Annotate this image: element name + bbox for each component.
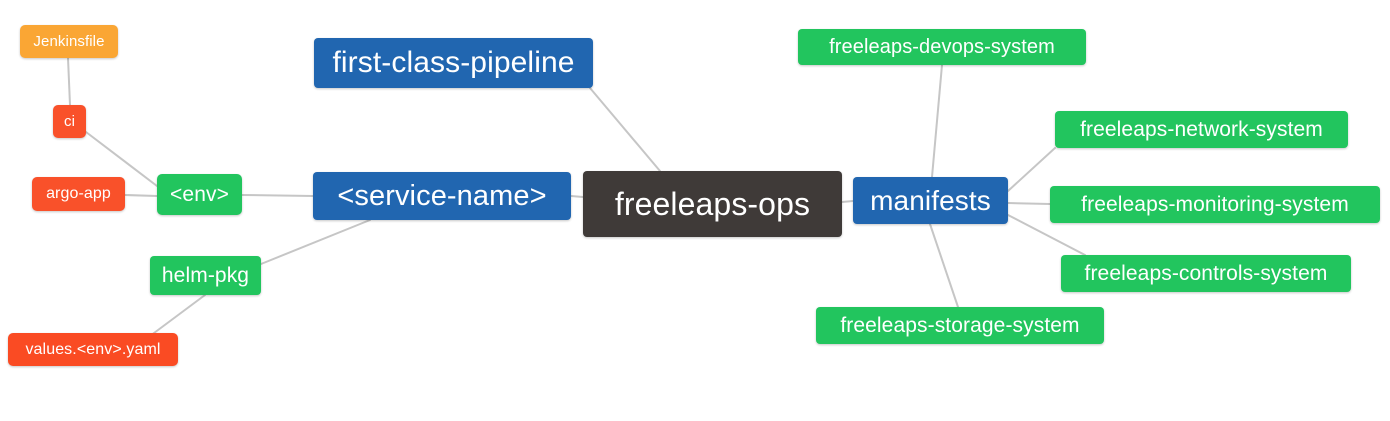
edge-service-name-to-freeleaps-ops bbox=[570, 195, 584, 198]
node-label-freeleaps-controls-system: freeleaps-controls-system bbox=[1084, 262, 1328, 285]
node-env[interactable]: <env> bbox=[157, 174, 242, 215]
edge-helm-pkg-to-service-name bbox=[260, 219, 371, 265]
node-label-helm-pkg: helm-pkg bbox=[161, 264, 250, 287]
node-ci[interactable]: ci bbox=[53, 105, 86, 138]
node-first-class-pipeline[interactable]: first-class-pipeline bbox=[314, 38, 593, 88]
node-label-service-name: <service-name> bbox=[337, 179, 547, 212]
edge-values-yaml-to-helm-pkg bbox=[149, 294, 206, 337]
node-helm-pkg[interactable]: helm-pkg bbox=[150, 256, 261, 295]
edge-jenkinsfile-to-ci bbox=[67, 57, 71, 106]
node-freeleaps-devops-system[interactable]: freeleaps-devops-system bbox=[798, 29, 1086, 65]
node-manifests[interactable]: manifests bbox=[853, 177, 1008, 224]
node-label-first-class-pipeline: first-class-pipeline bbox=[332, 46, 575, 79]
node-label-values-yaml: values.<env>.yaml bbox=[25, 340, 161, 358]
node-label-freeleaps-ops: freeleaps-ops bbox=[614, 186, 811, 222]
node-label-freeleaps-monitoring-system: freeleaps-monitoring-system bbox=[1081, 193, 1349, 216]
edge-argo-app-to-env bbox=[124, 194, 158, 197]
node-label-freeleaps-network-system: freeleaps-network-system bbox=[1080, 118, 1323, 141]
node-values-yaml[interactable]: values.<env>.yaml bbox=[8, 333, 178, 366]
edge-manifests-to-freeleaps-monitoring-system bbox=[1007, 202, 1051, 205]
node-freeleaps-monitoring-system[interactable]: freeleaps-monitoring-system bbox=[1050, 186, 1380, 223]
node-argo-app[interactable]: argo-app bbox=[32, 177, 125, 211]
node-label-env: <env> bbox=[170, 183, 229, 206]
edge-env-to-service-name bbox=[241, 194, 314, 197]
node-label-manifests: manifests bbox=[870, 184, 991, 216]
edge-first-class-pipeline-to-freeleaps-ops bbox=[589, 87, 661, 172]
node-label-ci: ci bbox=[63, 113, 76, 130]
node-jenkinsfile[interactable]: Jenkinsfile bbox=[20, 25, 118, 58]
edge-manifests-to-freeleaps-storage-system bbox=[929, 223, 959, 308]
node-service-name[interactable]: <service-name> bbox=[313, 172, 571, 220]
edge-manifests-to-freeleaps-network-system bbox=[1007, 147, 1056, 192]
edge-freeleaps-ops-to-manifests bbox=[841, 200, 854, 203]
node-freeleaps-controls-system[interactable]: freeleaps-controls-system bbox=[1061, 255, 1351, 292]
node-label-freeleaps-storage-system: freeleaps-storage-system bbox=[840, 314, 1080, 337]
node-label-jenkinsfile: Jenkinsfile bbox=[33, 33, 105, 50]
node-freeleaps-ops[interactable]: freeleaps-ops bbox=[583, 171, 842, 237]
node-freeleaps-storage-system[interactable]: freeleaps-storage-system bbox=[816, 307, 1104, 344]
edge-manifests-to-freeleaps-devops-system bbox=[931, 64, 943, 178]
node-label-argo-app: argo-app bbox=[46, 185, 111, 202]
node-freeleaps-network-system[interactable]: freeleaps-network-system bbox=[1055, 111, 1348, 148]
node-label-freeleaps-devops-system: freeleaps-devops-system bbox=[829, 36, 1055, 58]
